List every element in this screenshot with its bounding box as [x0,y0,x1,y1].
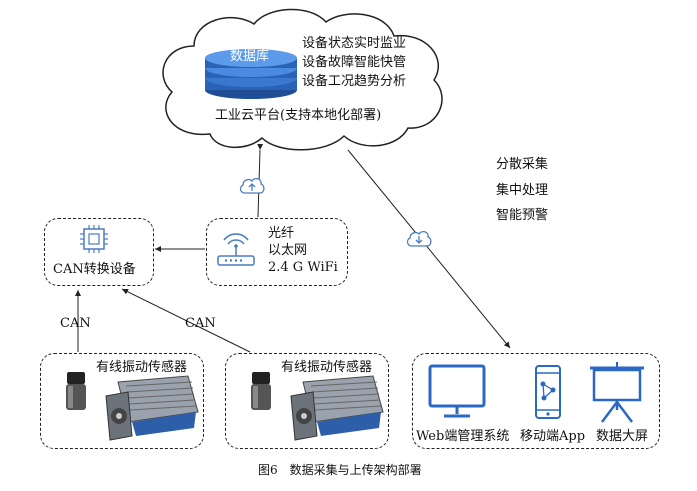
cloud-feature-3: 设备工况趋势分析 [302,74,407,89]
network-line-3: 2.4 G WiFi [268,260,338,275]
motor-icon [290,375,384,441]
download-cloud-icon [406,230,432,247]
monitor-icon [428,364,486,418]
client-label-web: Web端管理系统 [416,429,510,444]
router-icon [217,233,255,266]
figure-caption: 图6 数据采集与上传架构部署 [258,463,422,477]
display-screen-icon [590,362,644,423]
sensor-label-2: 有线振动传感器 [281,360,373,375]
upload-cloud-icon [239,177,265,194]
cloud-shape [162,8,443,151]
gateway-box [44,218,154,286]
cloud-feature-2: 设备故障智能快管 [302,55,407,70]
sensor-label-1: 有线振动传感器 [96,360,188,375]
network-line-1: 光纤 [268,226,295,241]
vibration-sensor-icon [66,372,86,410]
client-label-mobile: 移动端App [520,429,586,444]
vibration-sensor-icon [251,372,271,410]
sensor-box-2 [225,353,389,449]
can-label-right: CAN [185,316,216,331]
process-step-3: 智能预警 [496,208,549,223]
can-label-left: CAN [60,316,91,331]
sensor-box-1 [40,353,204,449]
network-line-2: 以太网 [268,243,308,258]
platform-label: 工业云平台(支持本地化部署) [215,108,382,123]
network-box [206,218,348,286]
cloud-feature-1: 设备状态实时监业 [302,36,407,51]
client-label-screen: 数据大屏 [596,429,649,444]
database-label: 数据库 [230,49,270,64]
mobile-icon [535,365,561,419]
sensor2-to-gateway-line [121,288,251,353]
clients-box [412,353,660,449]
gateway-label: CAN转换设备 [53,262,136,277]
process-step-2: 集中处理 [496,183,549,198]
database-icon [205,49,297,99]
process-step-1: 分散采集 [496,157,549,172]
cloud-to-clients-line [347,149,511,349]
chip-icon [80,225,108,253]
motor-icon [105,375,199,441]
